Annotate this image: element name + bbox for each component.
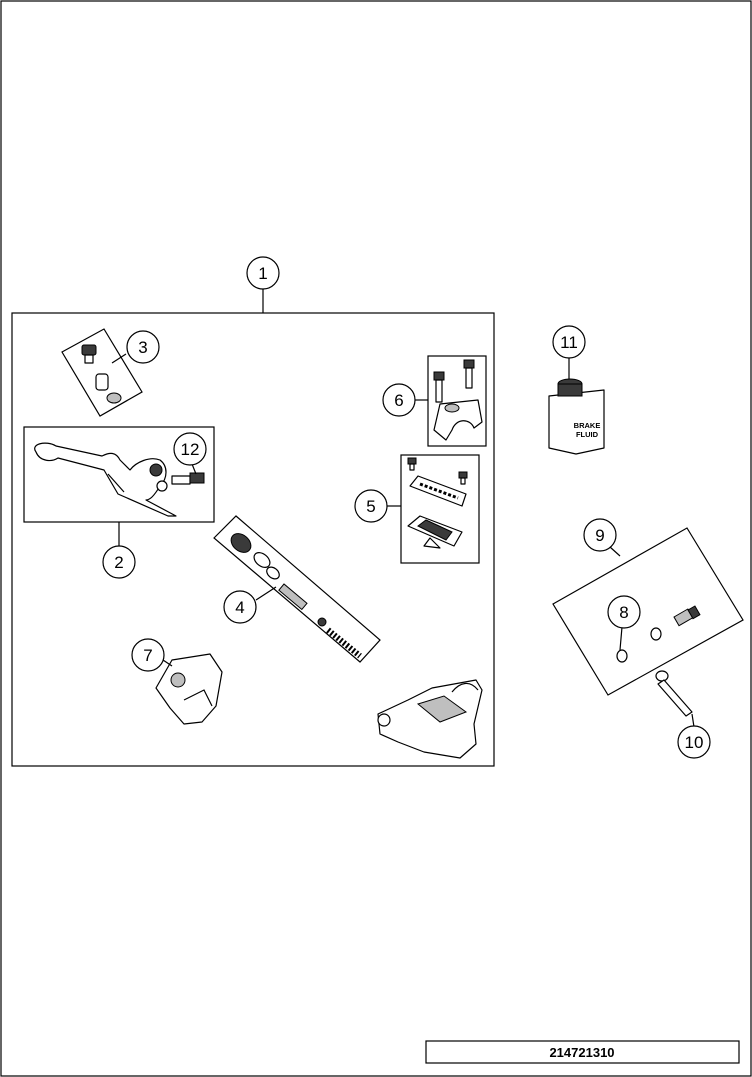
svg-text:3: 3 (138, 338, 147, 357)
part-5-reservoir-cover (407, 457, 468, 549)
callout-4: 4 (223, 590, 257, 624)
leader-3 (111, 353, 127, 364)
svg-text:10: 10 (685, 733, 704, 752)
part-4-piston-kit (230, 533, 362, 659)
callout-3: 3 (126, 330, 160, 364)
svg-text:7: 7 (143, 646, 152, 665)
part-3-pivot-kit (61, 328, 143, 417)
part-6-box (427, 355, 487, 447)
svg-text:1: 1 (258, 264, 267, 283)
can-label-brake: BRAKE (574, 421, 601, 430)
callout-11: 11 (552, 325, 586, 359)
svg-text:6: 6 (394, 391, 403, 410)
drawing-number: 214721310 (549, 1045, 614, 1060)
leader-12 (191, 463, 197, 475)
svg-text:8: 8 (619, 603, 628, 622)
part-5-box (400, 454, 480, 564)
callout-9: 9 (583, 518, 617, 552)
svg-text:9: 9 (595, 526, 604, 545)
callout-5: 5 (354, 489, 388, 523)
callout-1: 1 (246, 256, 280, 290)
part-11-brake-fluid-can: BRAKE FLUID (548, 378, 605, 455)
callout-8: 8 (607, 595, 641, 629)
svg-text:11: 11 (560, 333, 578, 352)
callout-10: 10 (677, 725, 711, 759)
callout-6: 6 (382, 383, 416, 417)
callout-12: 12 (173, 432, 207, 466)
svg-text:2: 2 (114, 553, 123, 572)
assembly-box-1 (11, 312, 495, 767)
drawing-number-box (425, 1040, 740, 1064)
callout-7: 7 (131, 638, 165, 672)
callout-2: 2 (102, 545, 136, 579)
part-7-lever-bracket (155, 653, 223, 725)
leader-9 (609, 546, 621, 557)
part-9-banjo-kit (616, 605, 701, 663)
can-label-fluid: FLUID (576, 430, 599, 439)
part-2-brake-lever (34, 442, 191, 517)
leader-4 (255, 586, 277, 601)
svg-text:4: 4 (235, 598, 244, 617)
part-4-box (213, 515, 381, 663)
master-cylinder-body (377, 679, 483, 759)
part-10-banjo-fitting (655, 670, 693, 717)
part-9-box (552, 527, 744, 696)
part-12-adjuster-screw (189, 472, 205, 484)
leader-10 (691, 713, 695, 728)
leader-8 (619, 626, 623, 651)
svg-text:5: 5 (366, 497, 375, 516)
part-6-handlebar-clamp (433, 359, 483, 441)
svg-text:12: 12 (181, 440, 200, 459)
leader-7 (162, 659, 173, 667)
